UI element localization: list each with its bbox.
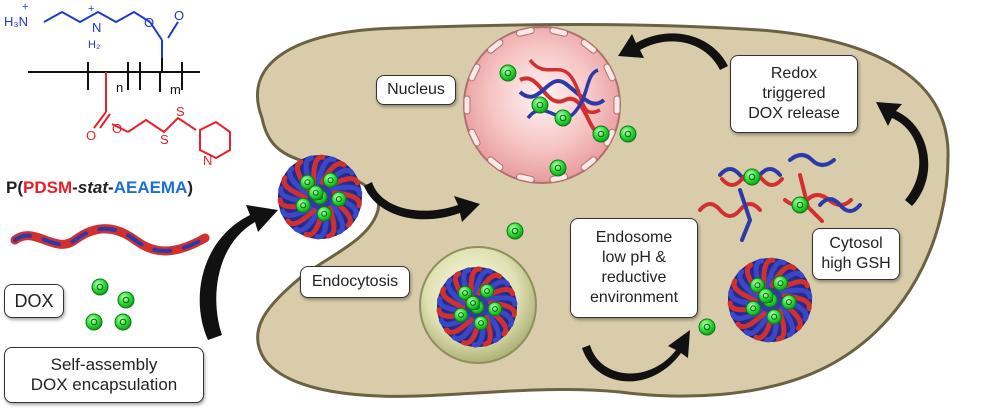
carbonyl-o-blue: O — [174, 8, 184, 23]
nuclear-pore — [515, 173, 535, 183]
nucleus — [463, 26, 621, 184]
dox-molecule — [499, 64, 517, 82]
n-atom: N — [92, 20, 101, 35]
nuclear-pore — [515, 27, 535, 37]
nuclear-pores — [463, 27, 621, 183]
label-endosome: Endosome low pH & reductive environment — [570, 218, 698, 318]
polymer-ribbon — [10, 224, 210, 256]
sulfur-1: S — [160, 132, 169, 147]
dox-molecule — [487, 301, 503, 317]
nuclear-pore — [580, 39, 597, 54]
dox-molecule — [791, 196, 809, 214]
micelle — [727, 257, 813, 343]
ester-o-red: O — [112, 121, 122, 136]
arrow-endosome-exit — [582, 330, 690, 382]
n-atom-h2: H₂ — [88, 39, 100, 51]
chemical-structure: H₃N + N H₂ + O O n m — [4, 1, 231, 168]
dox-molecule — [745, 300, 761, 317]
nuclear-pore — [549, 27, 569, 37]
dox-molecule — [619, 125, 637, 143]
dox-molecule — [299, 174, 316, 190]
dox-molecule — [117, 291, 135, 309]
ester-o-blue: O — [144, 15, 154, 30]
dox-molecule — [758, 288, 774, 304]
label-self-assembly: Self-assembly DOX encapsulation — [4, 347, 204, 403]
dox-molecule — [457, 285, 473, 301]
dox-molecule — [698, 318, 716, 336]
nuclear-pore — [468, 128, 481, 147]
dox-molecule — [322, 172, 339, 188]
dox-molecule — [772, 275, 789, 291]
micelle — [436, 266, 518, 348]
polymer-name: P(PDSM-stat-AEAEMA) — [6, 178, 194, 197]
dox-molecule — [743, 168, 761, 186]
pyridine-n: N — [203, 153, 212, 168]
micelles — [277, 154, 813, 348]
plus-charge-1: + — [22, 1, 28, 13]
dox-molecule — [308, 185, 324, 201]
carbonyl-o-red: O — [86, 128, 96, 143]
nuclear-pore — [463, 95, 471, 115]
label-dox: DOX — [4, 284, 64, 318]
dox-molecule — [91, 278, 109, 296]
dox-molecule — [316, 206, 332, 222]
label-redox-release: Redox triggered DOX release — [730, 55, 858, 133]
arrow-to-nucleus — [618, 33, 728, 70]
dox-molecule — [114, 313, 132, 331]
dox-molecule — [554, 109, 572, 127]
amine-label: H₃N — [4, 14, 28, 29]
micelle — [277, 154, 363, 240]
dox-molecule — [85, 313, 103, 331]
dox-molecule — [473, 315, 489, 331]
label-nucleus: Nucleus — [376, 75, 456, 105]
free-dox-molecules — [85, 64, 809, 336]
dox-molecule — [331, 191, 347, 207]
nuclear-pore — [487, 156, 504, 171]
nuclear-pore — [580, 156, 597, 171]
nuclear-pore — [487, 39, 504, 54]
dox-molecule — [453, 307, 469, 323]
process-arrows — [199, 33, 929, 382]
dox-molecule — [592, 125, 610, 143]
dox-molecule — [295, 197, 311, 214]
arrow-cytosol-release — [876, 102, 929, 206]
nuclear-pore — [613, 95, 621, 115]
dox-molecule — [749, 277, 766, 293]
dox-molecule — [506, 222, 524, 240]
nuclear-pore — [603, 63, 616, 82]
arrow-self-assembly — [199, 205, 278, 340]
dox-molecule — [549, 159, 567, 177]
plus-charge-2: + — [88, 3, 94, 15]
repeat-m: m — [170, 82, 181, 97]
repeat-n: n — [116, 80, 123, 95]
dox-molecule — [465, 295, 481, 311]
label-cytosol: Cytosol high GSH — [812, 228, 900, 280]
dox-molecule — [766, 309, 782, 325]
nuclear-pore — [468, 63, 481, 82]
dox-molecule — [531, 96, 549, 114]
arrow-cell-entry — [364, 182, 480, 222]
label-endocytosis: Endocytosis — [300, 266, 410, 298]
sulfur-2: S — [176, 104, 185, 119]
dox-molecule — [479, 283, 495, 299]
dox-molecule — [781, 294, 797, 310]
